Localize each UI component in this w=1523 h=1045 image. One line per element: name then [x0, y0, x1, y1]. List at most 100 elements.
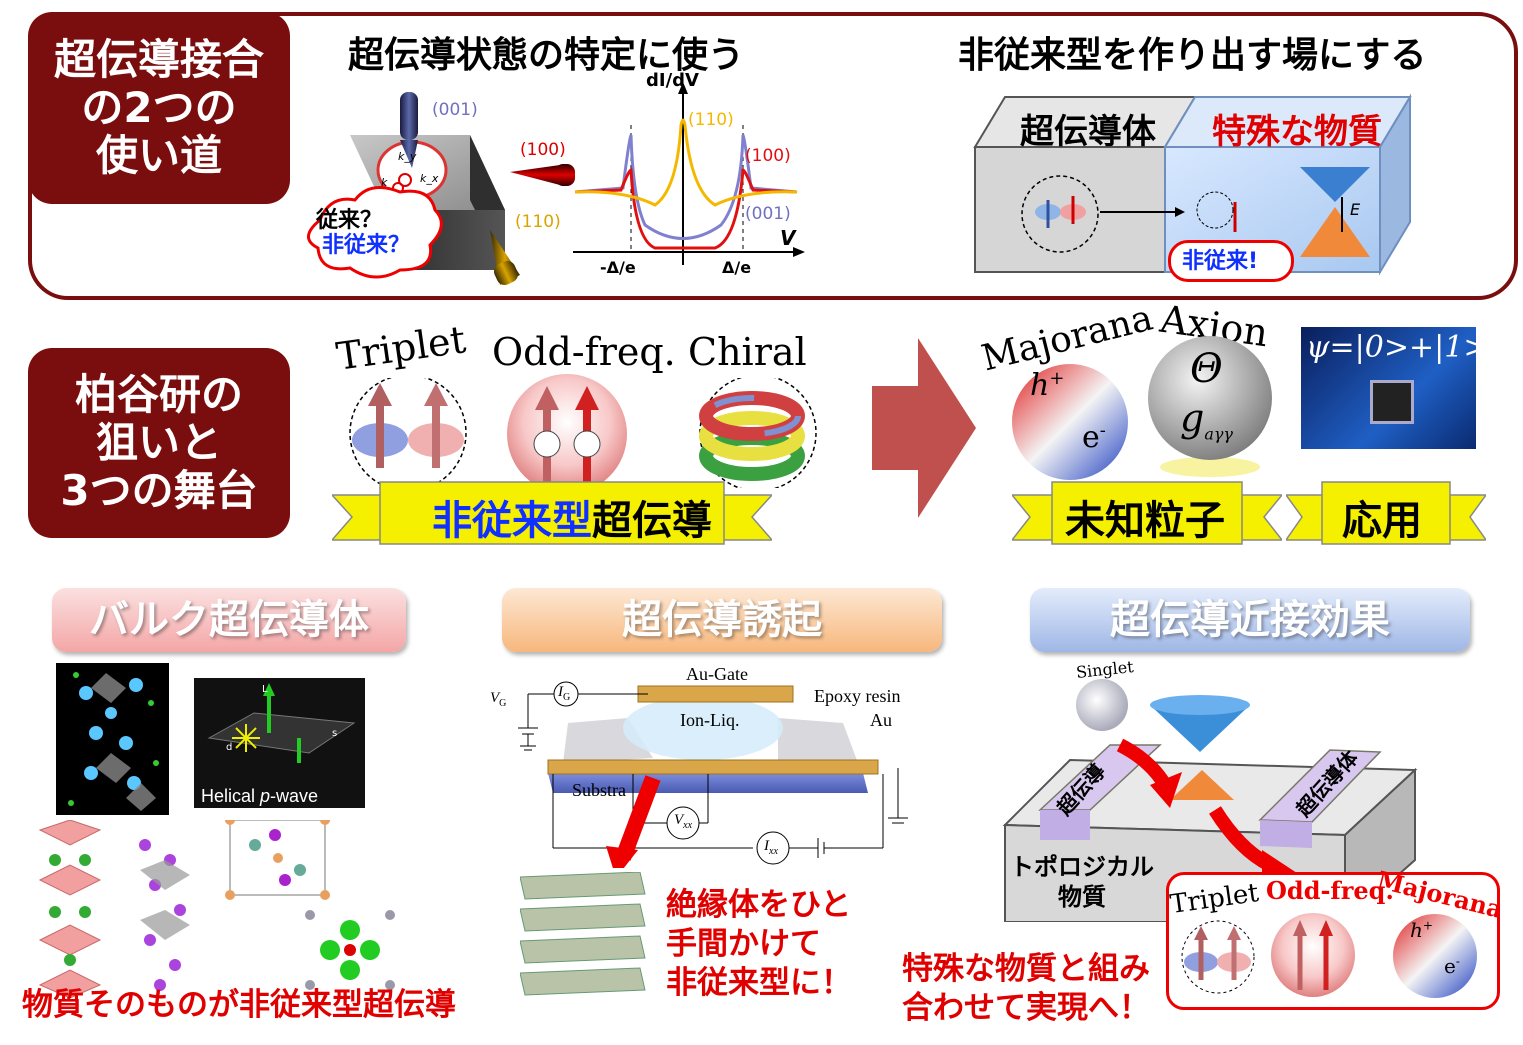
- aim-line2: 狙いと: [95, 417, 222, 467]
- majorana-e: e-: [1082, 420, 1106, 455]
- uses-line1: 超伝導接合: [53, 34, 264, 84]
- curve-label-001: (001): [745, 204, 791, 224]
- axion-g-letter: g: [1180, 396, 1205, 440]
- k-label: k: [381, 176, 388, 189]
- pill-proximity: 超伝導近接効果: [1030, 588, 1470, 652]
- block-left-label: 超伝導体: [1020, 112, 1156, 152]
- box-e-minus: -: [1455, 954, 1460, 969]
- vg-letter: V: [490, 690, 500, 706]
- didv-graph: [573, 82, 805, 265]
- aim-line1: 柏谷研の: [74, 369, 243, 419]
- curve-label-100: (100): [745, 146, 791, 166]
- vxx-letter: V: [674, 812, 684, 828]
- ixx-sub: xx: [769, 846, 778, 857]
- left-heading: 超伝導状態の特定に使う: [348, 35, 745, 76]
- graph-tick-neg: -Δ/e: [600, 258, 636, 277]
- triplet-title: Triplet: [333, 317, 469, 379]
- psi-text: ψ=|0>+|1>: [1306, 330, 1489, 365]
- tip-label-100: (100): [520, 140, 566, 160]
- helical-s: s: [332, 728, 338, 739]
- induced-caption-line1: 絶縁体をひと: [666, 887, 852, 923]
- ixx-letter: I: [764, 838, 769, 854]
- majorana-minus: -: [1099, 420, 1106, 441]
- tip-label-110: (110): [515, 212, 561, 232]
- ig-letter: I: [558, 684, 563, 700]
- axion-g-sub: aγγ: [1204, 424, 1233, 444]
- pill-bulk: バルク超伝導体: [52, 588, 406, 652]
- bulk-caption: 物質そのものが非従来型超伝導: [22, 987, 456, 1023]
- block-right-label: 特殊な物質: [1212, 112, 1382, 152]
- ribbon-unconventional: [332, 481, 772, 545]
- graph-xlabel: V: [780, 226, 796, 250]
- cloud-right-text: 非従来!: [1182, 249, 1259, 274]
- ky-label: k_y: [398, 150, 417, 163]
- ribbon-black-text: 超伝導: [592, 498, 712, 544]
- box-e-letter: e: [1444, 954, 1456, 978]
- tip-label-001: (001): [432, 100, 478, 120]
- aim-line3: 3つの舞台: [60, 466, 258, 516]
- induced-caption-line2: 手間かけて: [666, 925, 821, 962]
- box-h-plus: +: [1422, 918, 1433, 933]
- helical-label-prefix: Helical: [201, 786, 261, 806]
- majorana-plus: +: [1049, 368, 1065, 389]
- ixx-label: Ixx: [764, 838, 778, 857]
- edlt-device: [518, 681, 908, 868]
- induced-caption: 絶縁体をひと 手間かけて 非従来型に！: [666, 886, 852, 1002]
- box-h-letter: h: [1410, 918, 1423, 942]
- majorana-h: h+: [1030, 368, 1064, 403]
- uses-line2: の2つの: [81, 82, 237, 132]
- section-label-uses: 超伝導接合 の2つの 使い道: [28, 12, 290, 204]
- cloud-right: [1168, 240, 1294, 282]
- au-gate-label: Au-Gate: [686, 664, 748, 684]
- ribbon-unconventional-text: 非従来型超伝導: [432, 488, 712, 546]
- vg-label: VG: [490, 690, 506, 709]
- ribbon-application-text: 応用: [1342, 498, 1422, 544]
- oddfreq-title: Odd-freq.: [492, 330, 676, 374]
- helical-label-p: p: [260, 786, 271, 806]
- chiral-title: Chiral: [688, 330, 807, 374]
- vg-sub: G: [499, 698, 507, 709]
- proximity-caption: 特殊な物質と組み 合わせて実現へ！: [902, 950, 1150, 1028]
- ionliq-label: Ion-Liq.: [680, 710, 740, 730]
- kx-label: k_x: [420, 172, 439, 185]
- cloud-left-text: 従来？ 非従来？: [316, 208, 410, 259]
- curve-label-110: (110): [688, 110, 734, 130]
- pill-induced: 超伝導誘起: [502, 588, 942, 652]
- box-triplet-icon: [1181, 920, 1255, 994]
- box-e: e-: [1444, 954, 1460, 978]
- right-heading: 非従来型を作り出す場にする: [958, 35, 1427, 76]
- cloud-left-line1: 従来？: [316, 208, 383, 233]
- oddfreq-illustration: [507, 374, 627, 494]
- majorana-sphere: [1012, 364, 1128, 480]
- helical-label: Helical p-wave: [201, 786, 318, 807]
- chiral-illustration: [699, 378, 817, 488]
- box-oddfreq-icon: [1271, 913, 1355, 997]
- epoxy-label: Epoxy resin: [814, 686, 901, 706]
- chip-icon: [1370, 380, 1414, 424]
- topo-line2: 物質: [1058, 883, 1106, 911]
- stm-sample-illustration: [307, 92, 575, 285]
- majorana-e-letter: e: [1082, 420, 1100, 455]
- box-oddfreq: Odd-freq.: [1266, 876, 1394, 905]
- crystal-structures-group: [38, 820, 395, 999]
- vxx-sub: xx: [683, 820, 693, 831]
- ig-label: IG: [558, 684, 570, 703]
- uses-line3: 使い道: [95, 131, 222, 181]
- topo-line1: トポロジカル: [1010, 853, 1154, 881]
- e-field-label: E: [1350, 200, 1361, 219]
- ribbon-unknown: [1012, 481, 1282, 545]
- section-label-aim: 柏谷研の 狙いと 3つの舞台: [28, 348, 290, 538]
- crystal-structure-image: [56, 663, 169, 815]
- ig-sub: G: [563, 692, 571, 703]
- helical-pwave-image: [194, 678, 365, 808]
- cloud-left-line2: 非従来？: [322, 233, 411, 259]
- helical-d: d: [226, 742, 233, 753]
- proximity-caption-line2: 合わせて実現へ！: [902, 989, 1150, 1026]
- helical-L: L: [262, 684, 268, 695]
- topo-label: トポロジカル 物質: [1010, 852, 1154, 912]
- triplet-illustration: [349, 378, 467, 488]
- au-label: Au: [870, 710, 892, 730]
- ribbon-blue-text: 非従来型: [432, 498, 592, 544]
- axion-theta: Θ: [1190, 346, 1223, 392]
- ribbon-unknown-text: 未知粒子: [1065, 498, 1225, 544]
